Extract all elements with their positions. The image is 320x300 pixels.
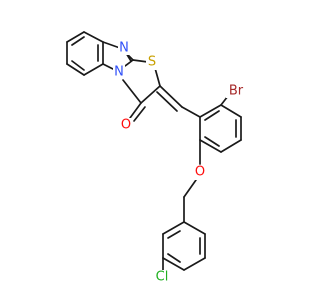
bond — [183, 221, 206, 235]
atom-label-oxygen-carbonyl: O — [121, 118, 131, 133]
bond — [159, 85, 183, 108]
bond — [102, 41, 121, 49]
bond — [181, 106, 201, 118]
bond-double-inner — [71, 60, 85, 71]
bond — [124, 59, 134, 67]
bond-double-inner — [167, 230, 181, 239]
atom-label-layer: N N S O Br O Cl — [113, 41, 246, 285]
atom-label-sulfur: S — [148, 55, 156, 70]
bond — [66, 31, 85, 43]
bond — [132, 59, 149, 63]
bond — [127, 54, 134, 61]
atom-label-oxygen-ether: O — [195, 165, 205, 180]
bond — [140, 85, 161, 104]
bond — [83, 63, 104, 76]
bond — [199, 139, 222, 153]
atom-label-bromine: Br — [229, 84, 244, 99]
structure-diagram: N N S O Br O Cl — [66, 31, 246, 285]
bond — [220, 139, 242, 153]
bond-double-inner — [156, 91, 178, 112]
atom-label-chlorine: Cl — [156, 270, 169, 285]
bond-double-inner — [133, 106, 146, 122]
bond — [162, 257, 185, 271]
bond — [83, 31, 104, 43]
bond — [129, 102, 142, 119]
bond — [66, 63, 85, 76]
bond-double-inner — [71, 36, 85, 46]
bond — [162, 221, 185, 235]
bond-double-inner — [167, 253, 181, 263]
atom-label-nitrogen-imine: N — [119, 41, 129, 56]
bond-double-inner — [204, 110, 220, 121]
atom-label-nitrogen-ring: N — [114, 65, 124, 80]
bond — [199, 104, 222, 118]
bond — [220, 104, 242, 118]
bond — [183, 257, 206, 271]
bond-double-inner — [204, 136, 220, 147]
bond — [183, 179, 197, 198]
bond — [122, 79, 142, 104]
molecule-canvas: N N S O Br O Cl — [66, 31, 246, 285]
bond — [154, 67, 161, 87]
